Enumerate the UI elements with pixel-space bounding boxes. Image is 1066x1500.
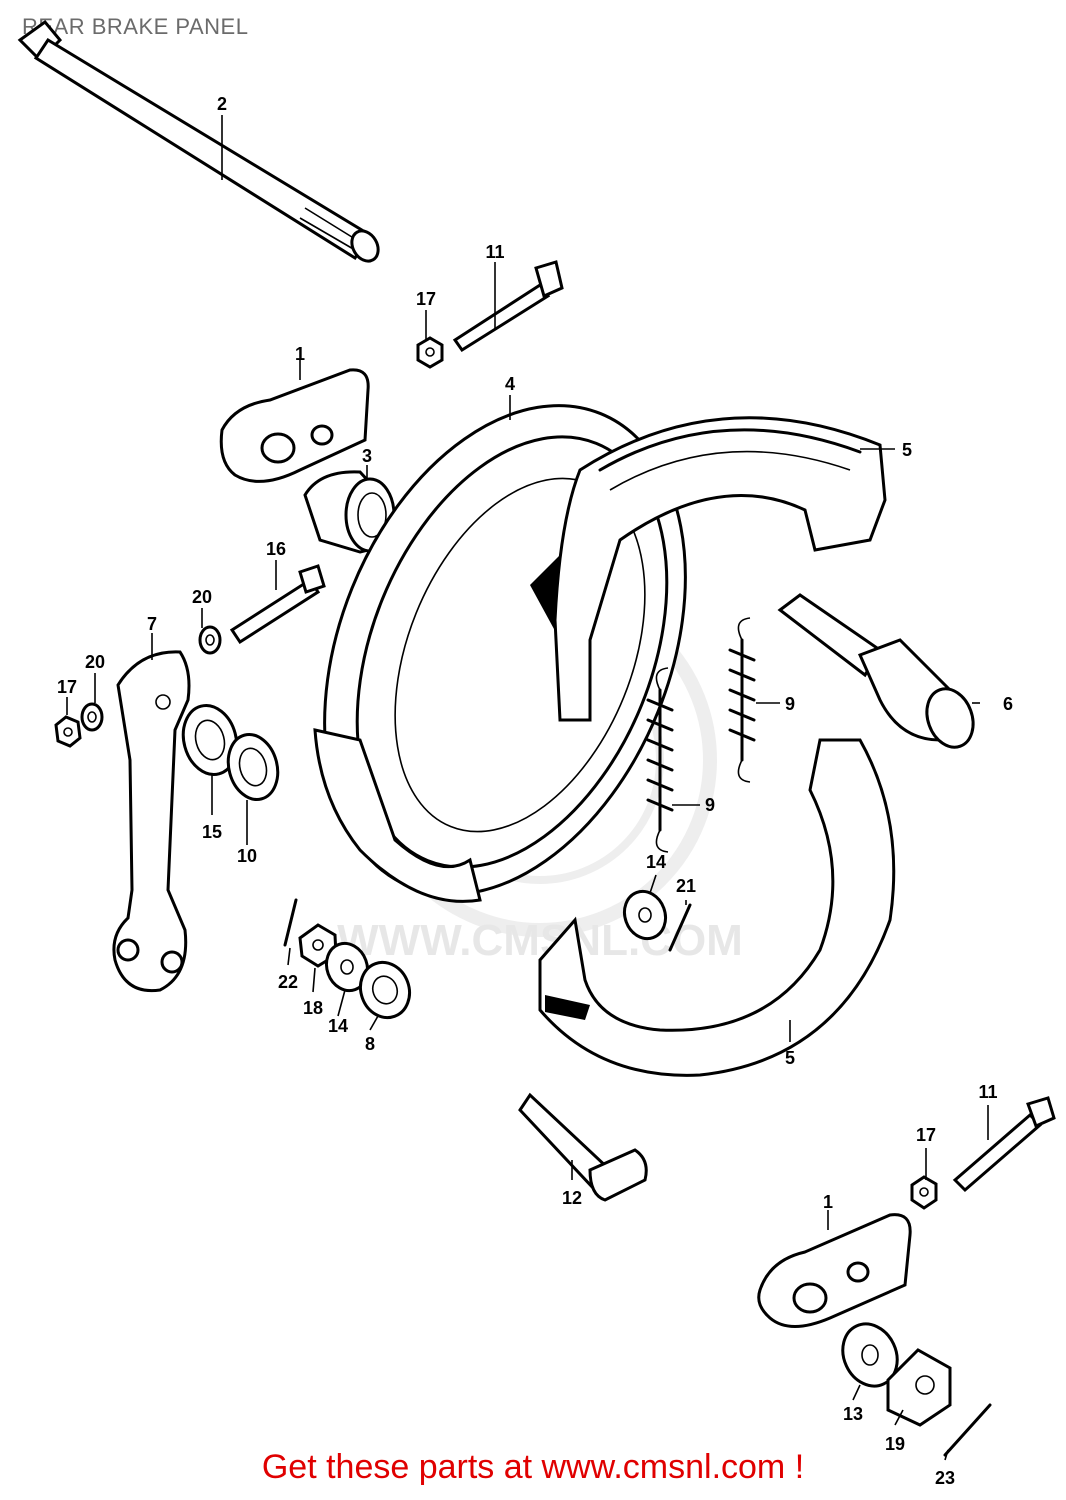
get-parts-link[interactable]: Get these parts at www.cmsnl.com !: [261, 1448, 805, 1486]
callout-11: 11: [978, 1082, 997, 1102]
callout-19: 19: [885, 1434, 905, 1454]
leader-lines: [66, 115, 989, 1461]
callout-21: 21: [676, 876, 696, 896]
callout-5: 5: [902, 440, 912, 460]
brake-shoe-lower-part[interactable]: [538, 738, 896, 1077]
page-title: REAR BRAKE PANEL: [22, 14, 249, 39]
bolt-16-part[interactable]: [229, 564, 326, 645]
callout-6: 6: [1003, 694, 1013, 714]
nut-lower-part[interactable]: [910, 1175, 938, 1210]
callout-14: 14: [328, 1016, 348, 1036]
cotter-pin-22-part[interactable]: [283, 898, 298, 947]
axle-part[interactable]: [17, 19, 383, 266]
callout-11: 11: [485, 242, 504, 262]
callouts: 2 11 17 1 4 5 3 16 20 7 17 20 15 10 9 9 …: [57, 94, 1013, 1488]
callout-17: 17: [416, 289, 436, 309]
callout-2: 2: [217, 94, 227, 114]
brake-cam-part[interactable]: [777, 593, 981, 754]
nut-left-part[interactable]: [54, 715, 82, 748]
callout-12: 12: [562, 1188, 582, 1208]
spring-left-part[interactable]: [646, 667, 674, 853]
washer-15-part[interactable]: [176, 699, 244, 780]
nut-upper-part[interactable]: [416, 336, 444, 369]
callout-5: 5: [785, 1048, 795, 1068]
callout-4: 4: [505, 374, 515, 394]
callout-8: 8: [365, 1034, 375, 1054]
spring-right-part[interactable]: [728, 617, 756, 783]
washer-13-part[interactable]: [833, 1315, 907, 1395]
callout-16: 16: [266, 539, 286, 559]
callout-10: 10: [237, 846, 257, 866]
washer-14-upper-part[interactable]: [618, 886, 672, 945]
cotter-pin-23-part[interactable]: [943, 1403, 992, 1457]
callout-18: 18: [303, 998, 323, 1018]
callout-1: 1: [823, 1192, 833, 1212]
callout-13: 13: [843, 1404, 863, 1424]
callout-3: 3: [362, 446, 372, 466]
callout-22: 22: [278, 972, 298, 992]
washer-10-part[interactable]: [221, 729, 284, 805]
callout-17: 17: [57, 677, 77, 697]
callout-9: 9: [785, 694, 795, 714]
callout-20: 20: [192, 587, 212, 607]
callout-15: 15: [202, 822, 222, 842]
chain-adjuster-upper-part[interactable]: [219, 368, 370, 483]
callout-17: 17: [916, 1125, 936, 1145]
anchor-pin-part[interactable]: [518, 1092, 648, 1202]
washer-14-lower-part[interactable]: [320, 938, 374, 997]
washer-20-upper-part[interactable]: [198, 625, 222, 655]
callout-1: 1: [295, 344, 305, 364]
collar-part[interactable]: [303, 470, 397, 554]
callout-7: 7: [147, 614, 157, 634]
chain-adjuster-lower-part[interactable]: [757, 1213, 912, 1328]
brake-arm-part[interactable]: [112, 650, 191, 993]
callout-20: 20: [85, 652, 105, 672]
bolt-lower-part[interactable]: [952, 1096, 1056, 1193]
castle-nut-part[interactable]: [886, 1348, 952, 1427]
bolt-upper-part[interactable]: [452, 260, 564, 353]
washer-20-lower-part[interactable]: [80, 702, 104, 732]
callout-14: 14: [646, 852, 666, 872]
callout-9: 9: [705, 795, 715, 815]
brake-shoe-upper-part[interactable]: [553, 416, 887, 722]
callout-23: 23: [935, 1468, 955, 1488]
pin-21-part[interactable]: [668, 903, 692, 952]
washer-8-part[interactable]: [353, 955, 417, 1024]
